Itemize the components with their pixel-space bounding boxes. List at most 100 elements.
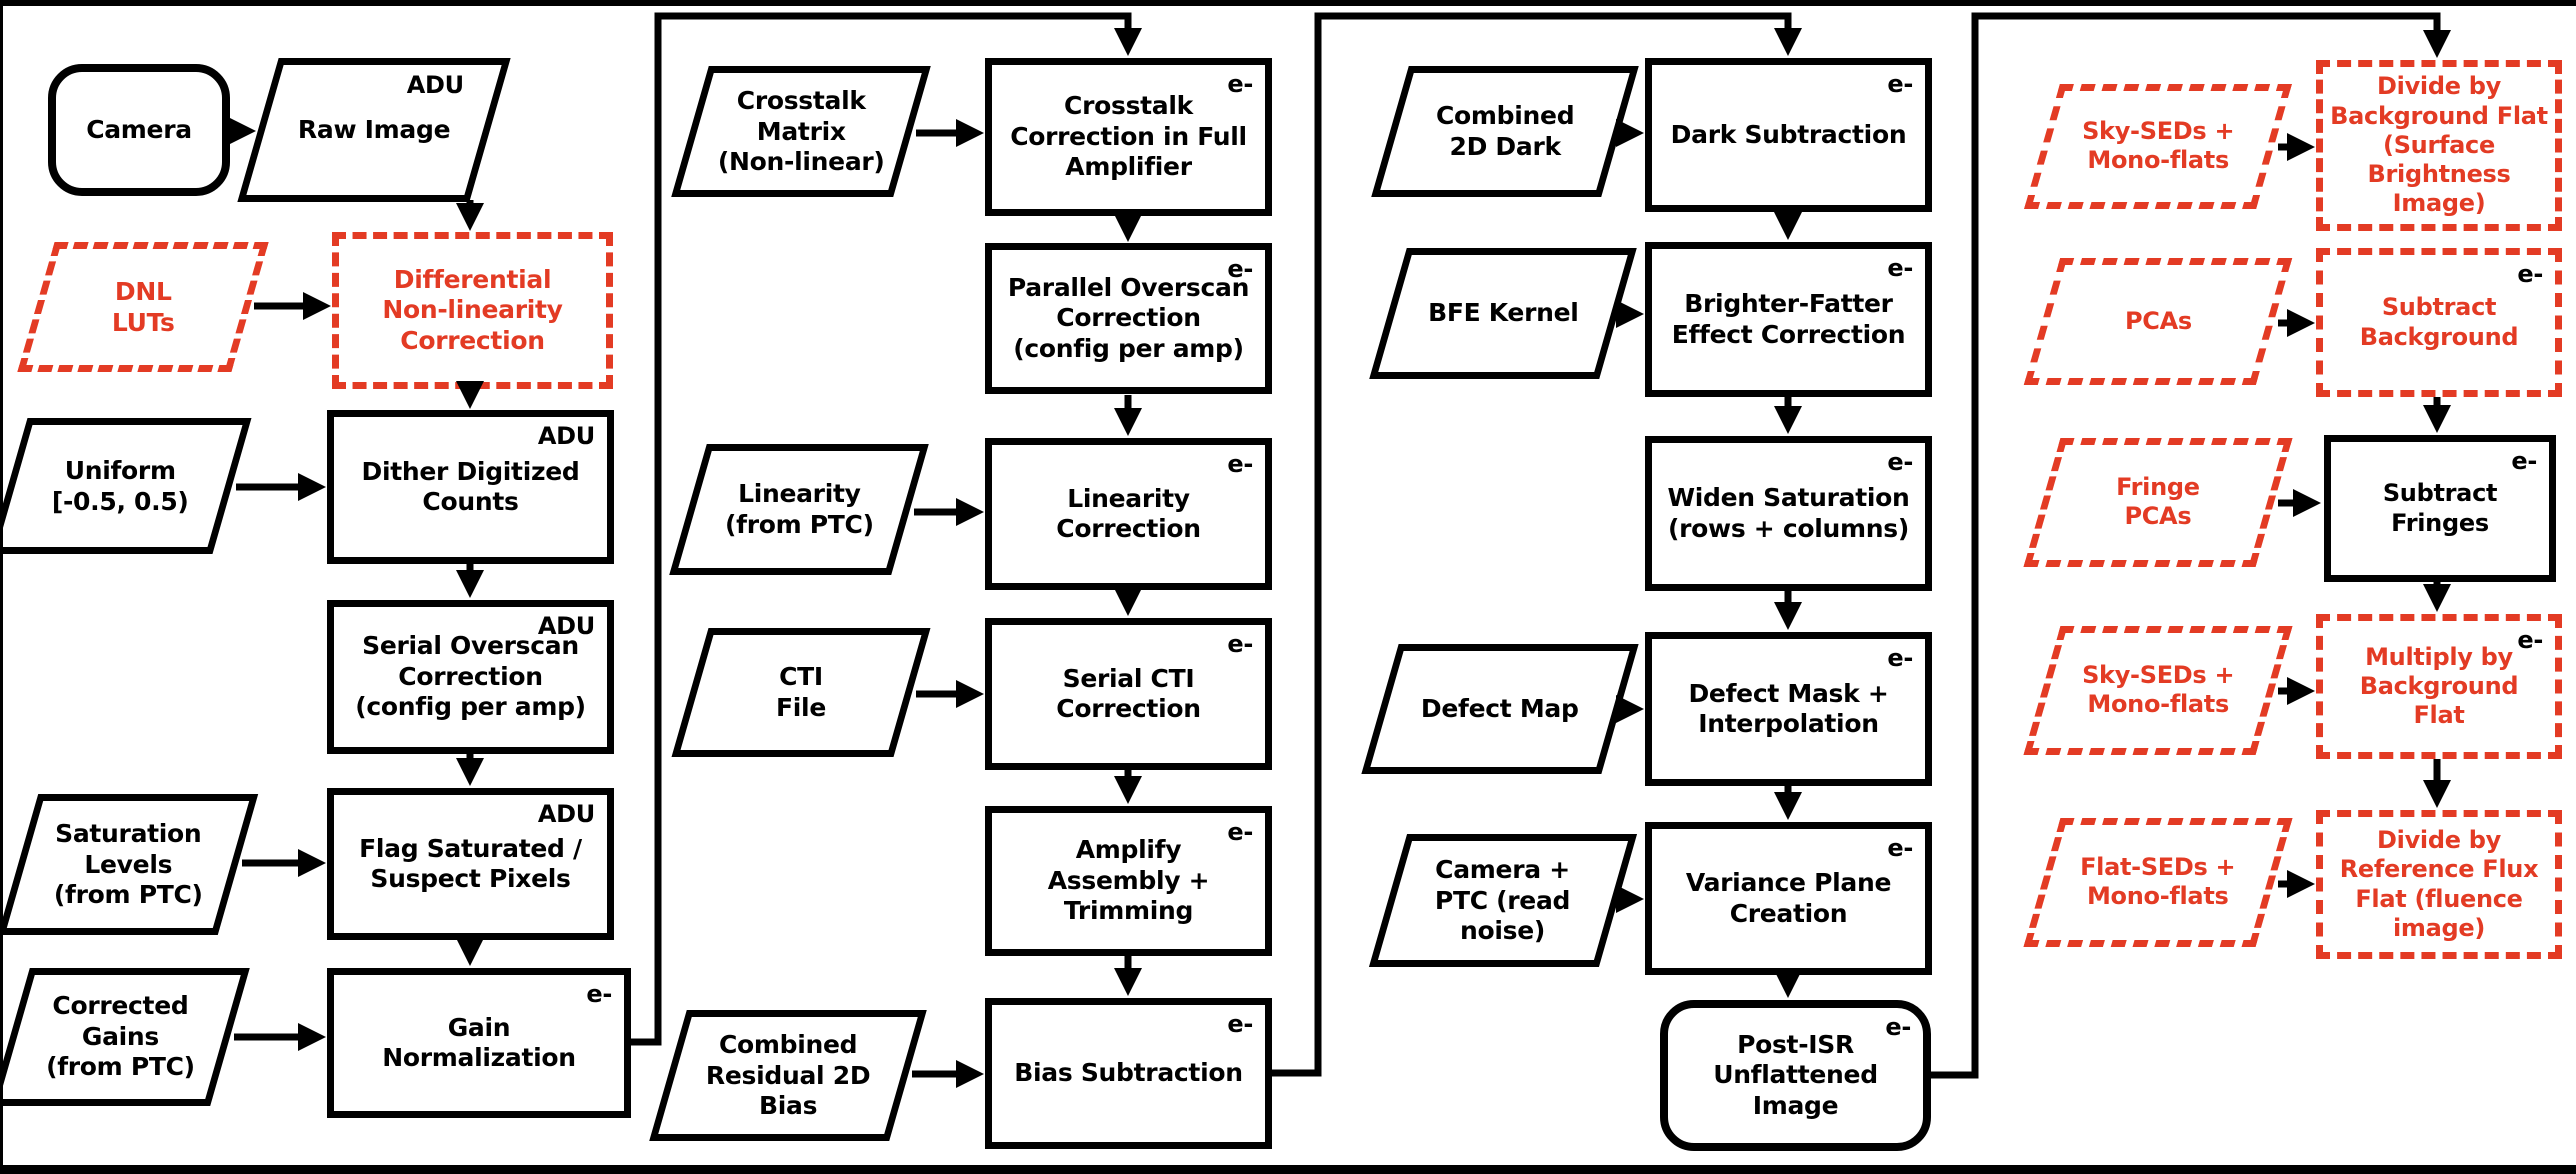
unit-tag-electron: e- bbox=[1227, 255, 1253, 283]
node-camera-ptc-read-noise: Camera + PTC (read noise) bbox=[1368, 834, 1638, 967]
frame-edge-left bbox=[0, 0, 3, 1174]
unit-tag-adu: ADU bbox=[406, 71, 464, 99]
node-bfe-kernel-label: BFE Kernel bbox=[1427, 298, 1579, 328]
unit-tag-electron: e- bbox=[1887, 70, 1913, 98]
unit-tag-electron: e- bbox=[2511, 447, 2537, 475]
frame-edge-bottom bbox=[0, 1165, 2576, 1174]
node-serial-overscan-label: Serial Overscan Correction (config per a… bbox=[355, 631, 586, 722]
node-defect-map: Defect Map bbox=[1361, 644, 1639, 774]
node-serial-cti-correction: e- Serial CTI Correction bbox=[985, 618, 1272, 770]
node-subtract-background: e- Subtract Background bbox=[2316, 248, 2562, 397]
unit-tag-electron: e- bbox=[1885, 1013, 1911, 1041]
node-pcas: PCAs bbox=[2023, 258, 2293, 385]
node-amplify-assembly-trimming: e- Amplify Assembly + Trimming bbox=[985, 806, 1272, 956]
node-parallel-overscan-correction: e- Parallel Overscan Correction (config … bbox=[985, 243, 1272, 394]
node-sky-seds-mono-flats-2: Sky-SEDs + Mono-flats bbox=[2023, 626, 2293, 755]
unit-tag-electron: e- bbox=[1227, 818, 1253, 846]
unit-tag-electron: e- bbox=[1227, 630, 1253, 658]
node-dark-subtraction: e- Dark Subtraction bbox=[1645, 58, 1932, 212]
node-widen-saturation: e- Widen Saturation (rows + columns) bbox=[1645, 436, 1932, 591]
node-crosstalk-matrix-label: Crosstalk Matrix (Non-linear) bbox=[717, 85, 885, 176]
node-crosstalk-correction-label: Crosstalk Correction in Full Amplifier bbox=[1010, 91, 1247, 182]
node-sky-seds-1-label: Sky-SEDs + Mono-flats bbox=[2081, 117, 2235, 175]
node-divide-ref-flux-label: Divide by Reference Flux Flat (fluence i… bbox=[2339, 825, 2539, 942]
unit-tag-electron: e- bbox=[2517, 260, 2543, 288]
unit-tag-adu: ADU bbox=[537, 612, 595, 640]
node-multiply-bg-flat-label: Multiply by Background Flat bbox=[2359, 642, 2519, 730]
node-flag-saturated-pixels: ADU Flag Saturated / Suspect Pixels bbox=[327, 788, 614, 940]
node-brighter-fatter-correction: e- Brighter-Fatter Effect Correction bbox=[1645, 242, 1932, 397]
node-subtract-fringes-label: Subtract Fringes bbox=[2382, 479, 2498, 537]
node-camera: Camera bbox=[48, 64, 230, 196]
node-differential-nonlinearity-label: Differential Non-linearity Correction bbox=[382, 264, 563, 355]
node-flat-seds-label: Flat-SEDs + Mono-flats bbox=[2080, 853, 2236, 911]
node-raw-image-label: Raw Image bbox=[297, 114, 451, 144]
node-divide-bg-flat-label: Divide by Background Flat (Surface Brigh… bbox=[2330, 72, 2548, 218]
node-cti-file: CTI File bbox=[671, 628, 931, 757]
node-serial-cti-label: Serial CTI Correction bbox=[1056, 663, 1201, 724]
node-crosstalk-matrix: Crosstalk Matrix (Non-linear) bbox=[671, 66, 931, 197]
node-variance-plane-label: Variance Plane Creation bbox=[1685, 868, 1892, 928]
node-fringe-pcas: Fringe PCAs bbox=[2023, 438, 2293, 567]
node-parallel-overscan-label: Parallel Overscan Correction (config per… bbox=[1007, 272, 1250, 363]
node-sky-seds-2-label: Sky-SEDs + Mono-flats bbox=[2081, 661, 2235, 719]
node-camera-label: Camera bbox=[86, 114, 192, 144]
node-linearity-correction: e- Linearity Correction bbox=[985, 438, 1272, 590]
node-uniform-label: Uniform [-0.5, 0.5) bbox=[51, 455, 189, 516]
node-dark-subtraction-label: Dark Subtraction bbox=[1670, 119, 1907, 149]
node-defect-map-label: Defect Map bbox=[1421, 693, 1579, 723]
unit-tag-electron: e- bbox=[2517, 626, 2543, 654]
node-combined-2d-dark-label: Combined 2D Dark bbox=[1435, 101, 1575, 161]
node-corrected-gains: Corrected Gains (from PTC) bbox=[0, 968, 250, 1106]
node-linearity-input: Linearity (from PTC) bbox=[669, 444, 929, 575]
node-defect-mask-label: Defect Mask + Interpolation bbox=[1688, 678, 1889, 739]
node-multiply-by-background-flat: e- Multiply by Background Flat bbox=[2316, 614, 2562, 759]
node-combined-residual-bias-label: Combined Residual 2D Bias bbox=[705, 1029, 871, 1120]
node-differential-nonlinearity-correction: Differential Non-linearity Correction bbox=[332, 232, 613, 389]
node-post-isr-label: Post-ISR Unflattened Image bbox=[1713, 1029, 1878, 1120]
node-sky-seds-mono-flats-1: Sky-SEDs + Mono-flats bbox=[2024, 84, 2292, 209]
node-combined-residual-2d-bias: Combined Residual 2D Bias bbox=[649, 1010, 927, 1141]
node-saturation-levels-label: Saturation Levels (from PTC) bbox=[53, 818, 203, 909]
node-bias-subtraction-label: Bias Subtraction bbox=[1014, 1058, 1243, 1088]
unit-tag-adu: ADU bbox=[537, 800, 595, 828]
node-cti-file-label: CTI File bbox=[776, 662, 826, 722]
unit-tag-electron: e- bbox=[1887, 448, 1913, 476]
unit-tag-electron: e- bbox=[1227, 450, 1253, 478]
node-linearity-correction-label: Linearity Correction bbox=[1056, 483, 1201, 544]
node-subtract-background-label: Subtract Background bbox=[2359, 293, 2519, 351]
node-divide-by-background-flat: Divide by Background Flat (Surface Brigh… bbox=[2316, 60, 2562, 231]
unit-tag-electron: e- bbox=[1887, 834, 1913, 862]
node-dnl-luts: DNL LUTs bbox=[17, 242, 269, 372]
node-dither-digitized-counts: ADU Dither Digitized Counts bbox=[327, 410, 614, 564]
node-variance-plane-creation: e- Variance Plane Creation bbox=[1645, 822, 1932, 975]
unit-tag-adu: ADU bbox=[537, 422, 595, 450]
node-bfe-kernel: BFE Kernel bbox=[1369, 248, 1637, 379]
node-crosstalk-correction: e- Crosstalk Correction in Full Amplifie… bbox=[985, 58, 1272, 216]
node-bias-subtraction: e- Bias Subtraction bbox=[985, 998, 1272, 1149]
node-camera-ptc-label: Camera + PTC (read noise) bbox=[1435, 854, 1571, 945]
node-defect-mask-interpolation: e- Defect Mask + Interpolation bbox=[1645, 632, 1932, 786]
node-gain-normalization-label: Gain Normalization bbox=[382, 1012, 576, 1073]
node-combined-2d-dark: Combined 2D Dark bbox=[1371, 66, 1639, 197]
node-widen-saturation-label: Widen Saturation (rows + columns) bbox=[1667, 483, 1910, 543]
node-amplify-assembly-label: Amplify Assembly + Trimming bbox=[1047, 835, 1210, 926]
node-serial-overscan-correction: ADU Serial Overscan Correction (config p… bbox=[327, 600, 614, 754]
node-corrected-gains-label: Corrected Gains (from PTC) bbox=[45, 991, 195, 1082]
node-saturation-levels: Saturation Levels (from PTC) bbox=[0, 794, 259, 935]
node-dnl-luts-label: DNL LUTs bbox=[111, 276, 175, 337]
node-brighter-fatter-label: Brighter-Fatter Effect Correction bbox=[1671, 289, 1906, 349]
node-flat-seds-mono-flats: Flat-SEDs + Mono-flats bbox=[2023, 818, 2293, 947]
node-linearity-input-label: Linearity (from PTC) bbox=[724, 479, 874, 539]
node-fringe-pcas-label: Fringe PCAs bbox=[2116, 473, 2200, 531]
node-dither-label: Dither Digitized Counts bbox=[361, 456, 580, 517]
unit-tag-electron: e- bbox=[1227, 1010, 1253, 1038]
unit-tag-electron: e- bbox=[1887, 644, 1913, 672]
node-uniform-input: Uniform [-0.5, 0.5) bbox=[0, 418, 252, 554]
node-divide-by-reference-flux-flat: Divide by Reference Flux Flat (fluence i… bbox=[2316, 810, 2562, 959]
node-post-isr-unflattened-image: e- Post-ISR Unflattened Image bbox=[1660, 1000, 1931, 1151]
unit-tag-electron: e- bbox=[1227, 70, 1253, 98]
node-pcas-label: PCAs bbox=[2124, 306, 2192, 335]
unit-tag-electron: e- bbox=[586, 980, 612, 1008]
